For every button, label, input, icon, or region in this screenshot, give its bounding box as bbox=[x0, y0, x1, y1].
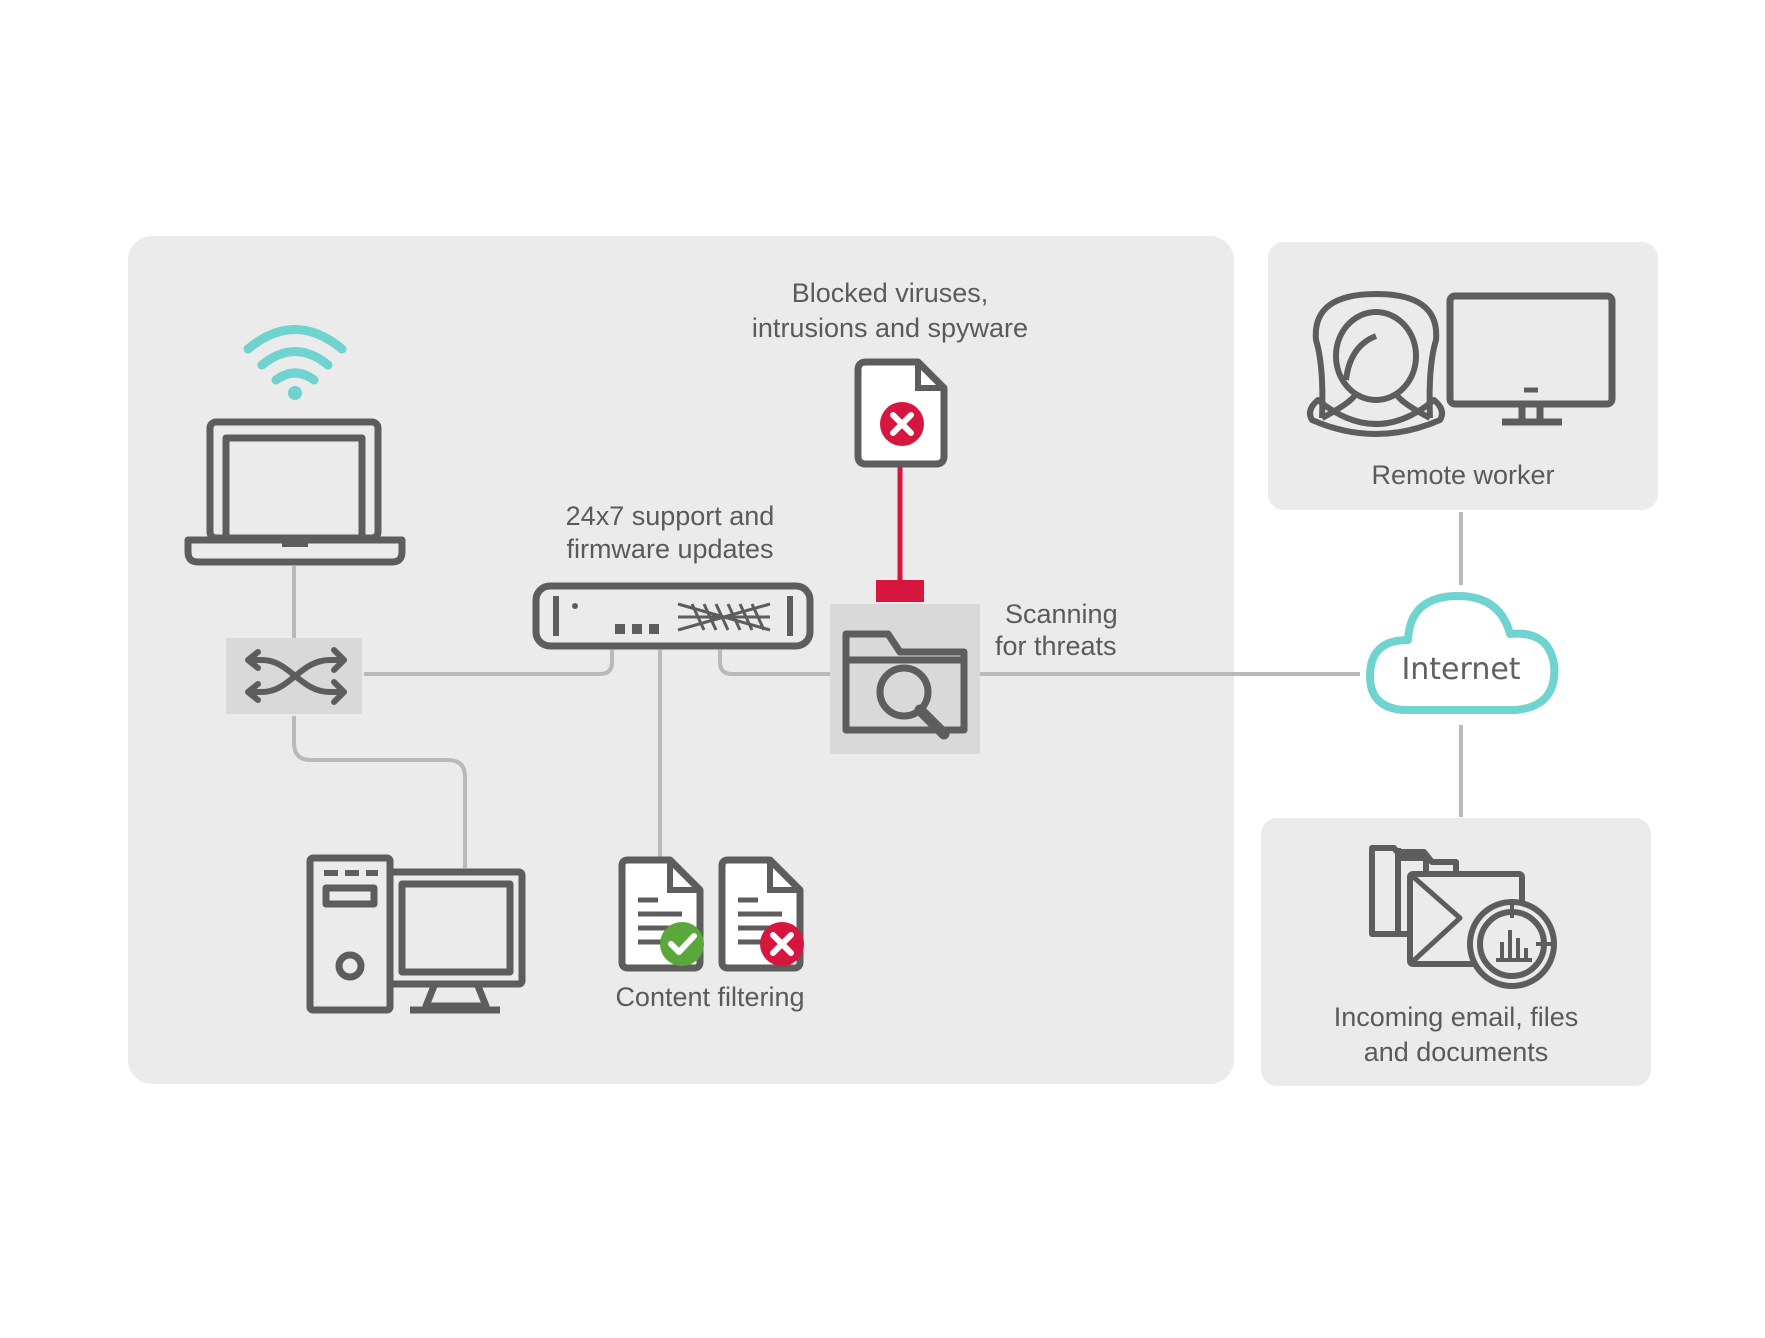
blocked-threats-label-line-2: intrusions and spyware bbox=[751, 313, 1029, 343]
connector-firewall-scanner bbox=[718, 650, 830, 676]
scanning-threats-label-line-2: for threats bbox=[995, 631, 1117, 661]
desktop-computer-icon bbox=[306, 854, 526, 1014]
blocked-threats-label: Blocked viruses, intrusions and spyware bbox=[730, 276, 1050, 346]
incoming-content-label: Incoming email, files and documents bbox=[1306, 1000, 1606, 1070]
wifi-icon bbox=[243, 325, 347, 400]
scanning-threats-label: Scanning for threats bbox=[995, 598, 1165, 662]
folder-search-icon bbox=[830, 604, 980, 754]
incoming-content-label-line-1: Incoming email, files bbox=[1333, 1002, 1579, 1032]
content-filtering-label: Content filtering bbox=[615, 982, 805, 1012]
monitor-icon bbox=[1446, 292, 1616, 426]
incoming-content-label-line-2: and documents bbox=[1363, 1037, 1549, 1067]
blocked-threats-label-line-1: Blocked viruses, bbox=[791, 278, 989, 308]
person-icon bbox=[1307, 291, 1445, 437]
network-switch-icon bbox=[226, 638, 362, 714]
allowed-document-icon bbox=[618, 856, 704, 972]
support-updates-label-line-1: 24x7 support and bbox=[565, 501, 775, 531]
support-updates-label: 24x7 support and firmware updates bbox=[520, 500, 820, 566]
remote-worker-label: Remote worker bbox=[1371, 460, 1555, 490]
incoming-files-icon bbox=[1369, 845, 1557, 989]
remote-worker-panel bbox=[1268, 242, 1658, 510]
firewall-appliance-icon bbox=[532, 582, 814, 650]
blocked-document-icon bbox=[718, 856, 804, 972]
support-updates-label-line-2: firmware updates bbox=[566, 534, 774, 564]
connector-switch-desktop bbox=[292, 716, 467, 868]
connector-switch-firewall bbox=[364, 650, 614, 676]
internet-label: Internet bbox=[1401, 652, 1521, 687]
cloud-icon bbox=[1366, 592, 1559, 714]
laptop-icon bbox=[184, 418, 406, 566]
connectors bbox=[292, 512, 1463, 868]
blocked-file-icon bbox=[854, 358, 948, 468]
scanning-threats-label-line-1: Scanning bbox=[1005, 599, 1118, 629]
blocked-connector-cap bbox=[876, 580, 924, 602]
